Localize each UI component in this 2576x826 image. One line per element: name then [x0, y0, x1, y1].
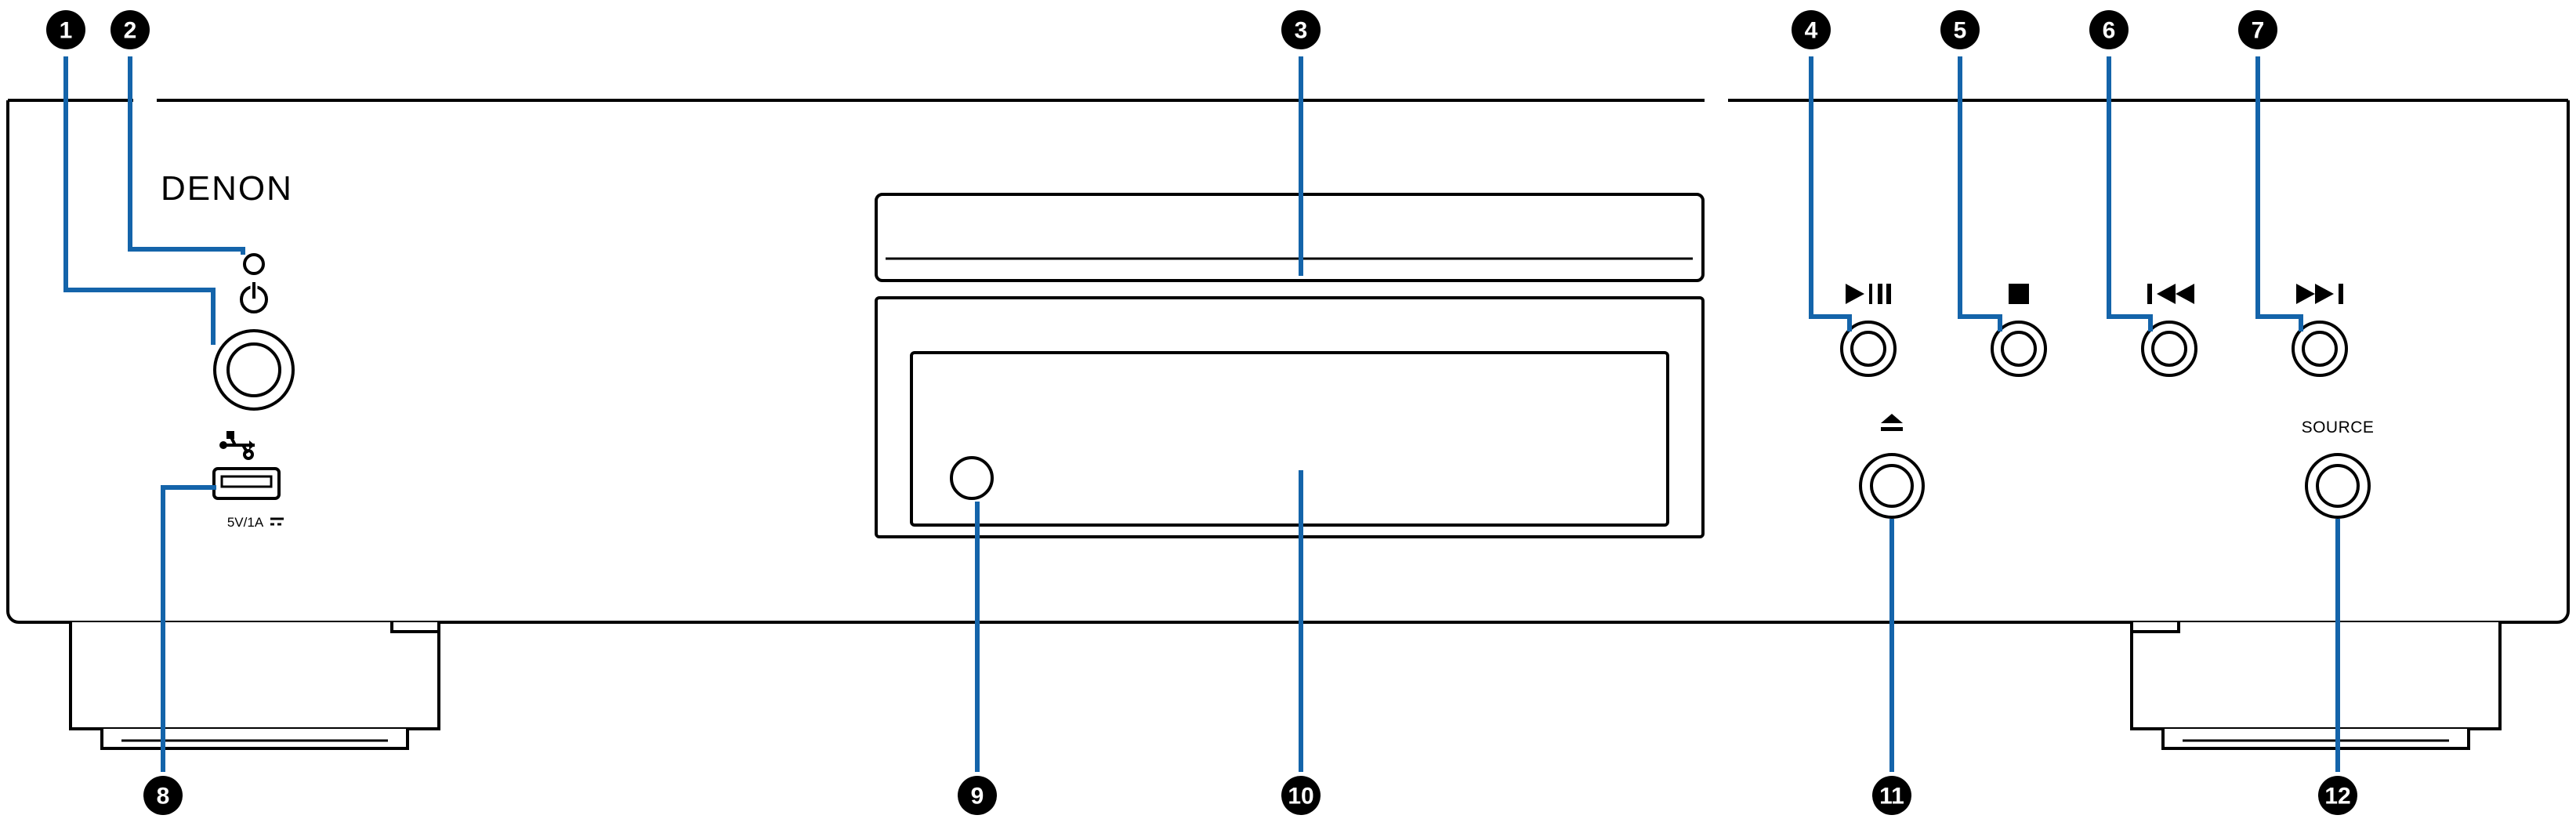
callout-badge-6-label: 6 — [2103, 18, 2116, 44]
usb-icon — [219, 431, 255, 460]
source-label: SOURCE — [2302, 418, 2375, 437]
callout-badge-10: 10 — [1281, 776, 1321, 815]
power-indicator — [243, 253, 265, 275]
callout-badge-6: 6 — [2089, 10, 2129, 49]
callout-badge-12-label: 12 — [2324, 784, 2350, 810]
power-symbol-icon — [240, 281, 268, 313]
stop-button[interactable] — [1991, 321, 2047, 377]
callout-badge-2-label: 2 — [124, 18, 137, 44]
callout-badge-3-label: 3 — [1295, 18, 1308, 44]
callout-badge-7-label: 7 — [2252, 18, 2265, 44]
eject-icon — [1881, 414, 1903, 431]
display-panel — [875, 296, 1705, 538]
skip-back-button[interactable] — [2141, 321, 2197, 377]
callout-badge-11: 11 — [1872, 776, 1911, 815]
callout-badge-9-label: 9 — [971, 784, 984, 810]
callout-badge-7: 7 — [2238, 10, 2277, 49]
callout-badge-4-label: 4 — [1805, 18, 1818, 44]
source-button[interactable] — [2305, 453, 2371, 519]
callout-badge-8: 8 — [143, 776, 183, 815]
leader-line-1 — [63, 56, 216, 345]
usb-rating-label: 5V/1A — [227, 515, 264, 530]
brand-logo: DENON — [161, 169, 293, 208]
callout-badge-12: 12 — [2318, 776, 2357, 815]
skip-back-icon — [2147, 284, 2194, 304]
usb-port[interactable] — [212, 467, 281, 500]
callout-leader-lines — [63, 56, 2340, 772]
callout-badge-1-label: 1 — [60, 18, 73, 44]
remote-sensor — [950, 456, 994, 500]
leader-line-7 — [2255, 56, 2303, 331]
dc-symbol-icon — [270, 517, 284, 526]
callout-badge-9: 9 — [958, 776, 997, 815]
eject-button[interactable] — [1859, 453, 1925, 519]
disc-tray[interactable] — [875, 193, 1705, 282]
leader-line-2 — [128, 56, 245, 255]
callout-badge-2: 2 — [111, 10, 150, 49]
callout-badge-5-label: 5 — [1954, 18, 1967, 44]
stop-icon — [2009, 284, 2029, 304]
power-button[interactable] — [213, 329, 295, 411]
device-feet — [69, 622, 2502, 750]
leader-line-4 — [1809, 56, 1852, 331]
callout-badge-11-label: 11 — [1879, 784, 1904, 810]
callout-badge-4: 4 — [1792, 10, 1831, 49]
callout-badge-3: 3 — [1281, 10, 1321, 49]
callout-badge-5: 5 — [1940, 10, 1980, 49]
play-pause-icon — [1846, 284, 1891, 304]
callout-badge-10-label: 10 — [1288, 784, 1313, 810]
skip-forward-button[interactable] — [2292, 321, 2348, 377]
leader-line-6 — [2107, 56, 2153, 331]
leader-line-8 — [161, 485, 216, 772]
leader-line-5 — [1958, 56, 2002, 331]
play-pause-button[interactable] — [1840, 321, 1897, 377]
skip-forward-icon — [2296, 284, 2343, 304]
callout-badge-8-label: 8 — [157, 784, 170, 810]
callout-badge-1: 1 — [46, 10, 85, 49]
